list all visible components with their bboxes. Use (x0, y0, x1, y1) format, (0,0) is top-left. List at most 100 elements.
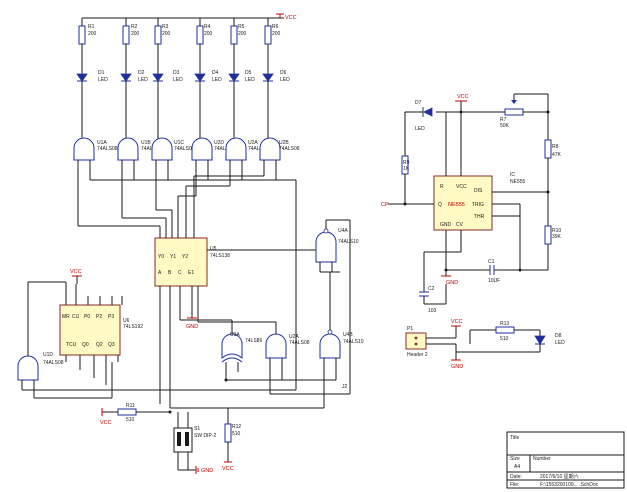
gate-u4b: U4B 74ALS10 (319, 329, 364, 359)
c1-value: 10UF (488, 278, 500, 284)
r6-value: 200 (272, 31, 281, 37)
file-label: File: (510, 482, 519, 488)
ne555-value: NE555 (510, 179, 526, 185)
resistor-r2 (122, 25, 130, 45)
timer-ne555: IC NE555 NE555 DIS TRIG THR Q R VCC GND … (433, 172, 526, 231)
led-channel-1: R1 200 D1 LED (76, 18, 108, 142)
svg-text:Y0: Y0 (158, 254, 164, 260)
svg-text:P0: P0 (84, 314, 90, 320)
u3a-value: 74LS86 (245, 338, 262, 344)
size-label: Size (510, 456, 520, 462)
c1-ref: C1 (488, 259, 495, 265)
svg-text:TCU: TCU (66, 342, 77, 348)
u2a-top-value: 74ALS08 (248, 146, 269, 152)
gate-u2a-top: U2A 74ALS08 (225, 137, 269, 186)
r13-value: 510 (500, 336, 509, 342)
title-block: Title Size A4 Number Date: 2017/6/10 星期六… (506, 431, 625, 489)
led-d5 (228, 73, 240, 82)
d6-ref: D6 (280, 70, 287, 76)
decoder-u5: U5 74LS138 Y0 Y1 Y2 A B C E1 (154, 237, 230, 287)
u6-ref: U6 (123, 318, 130, 324)
r3-value: 200 (162, 31, 171, 37)
vcc-label-top: VCC (285, 15, 297, 21)
r3-ref: R3 (162, 24, 169, 30)
resistor-r3 (154, 25, 162, 45)
led-channel-3: R3 200 D3 LED (152, 18, 183, 142)
led-d4 (194, 73, 206, 82)
u6-value: 74LS192 (123, 324, 143, 330)
ne555-pin-gnd: GND (440, 222, 452, 228)
r2-value: 200 (131, 31, 140, 37)
svg-text:C: C (178, 270, 182, 276)
gate-u2a-lower: U2A 74ALS08 (265, 333, 310, 359)
r11-value: 510 (126, 417, 135, 423)
d2-value: LED (138, 77, 148, 83)
gnd-label-555: GND (446, 280, 458, 286)
vcc-rail-top: VCC (82, 13, 297, 21)
r12-ref: R12 (232, 424, 241, 430)
u1a-ref: U1A (97, 140, 107, 146)
r8-ref: R8 (552, 144, 559, 150)
u3a-ref: U3A (230, 332, 240, 338)
u1d-ref: U1D (43, 352, 53, 358)
r11-ref: R11 (126, 403, 135, 409)
svg-text:Y2: Y2 (182, 254, 188, 260)
led-d6 (262, 73, 274, 82)
svg-text:Q2: Q2 (96, 342, 103, 348)
svg-text:P3: P3 (108, 314, 114, 320)
ne555-body-label: NE555 (448, 202, 465, 208)
cp-label: CP (381, 202, 389, 208)
r7-value: 50K (500, 123, 510, 129)
r9-value: 1K (403, 166, 410, 172)
svg-text:P2: P2 (96, 314, 102, 320)
u5-ref: U5 (210, 246, 217, 252)
resistor-r9: R9 1K (401, 155, 410, 204)
d1-value: LED (98, 77, 108, 83)
p1-ref: P1 (407, 326, 413, 332)
led-channel-6: R6 200 D6 LED (262, 18, 290, 142)
resistor-r8: R8 47K (544, 112, 562, 192)
svg-text:MR: MR (62, 314, 70, 320)
vcc-label-counter: VCC (70, 269, 82, 275)
r1-value: 200 (88, 31, 97, 37)
svg-text:E1: E1 (188, 270, 194, 276)
gnd-label-switch: GND (201, 468, 213, 474)
gate-u1d: U1D 74ALS08 (17, 352, 64, 381)
vcc-label-r12: VCC (222, 466, 234, 472)
s1-ref: S1 (194, 426, 200, 432)
led-d8: D8 LED (534, 333, 565, 346)
ne555-pin-dis: DIS (474, 188, 483, 194)
capacitor-c1: C1 10UF (446, 259, 548, 284)
r2-ref: R2 (131, 24, 138, 30)
led-d2 (120, 73, 132, 82)
r13-ref: R13 (500, 321, 509, 327)
svg-text:A: A (158, 270, 162, 276)
vcc-label-r11: VCC (100, 420, 112, 426)
counter-u6: U6 74LS192 MR CU P0 P2 P3 TCU Q0 Q2 Q3 (59, 304, 143, 356)
u2b-top-value: 74ALS08 (279, 146, 300, 152)
d2-ref: D2 (138, 70, 145, 76)
d3-value: LED (173, 77, 183, 83)
c2-value: 103 (428, 308, 437, 314)
r1-ref: R1 (88, 24, 95, 30)
title-label: Title (510, 435, 519, 441)
file-value: F:\1553200109... .SchDoc (540, 482, 599, 488)
r7-ref: R7 (500, 117, 507, 123)
resistor-r11: R11 510 (102, 403, 170, 423)
u2a-top-ref: U2A (248, 140, 258, 146)
u4a-ref: U4A (338, 228, 348, 234)
svg-text:Y1: Y1 (170, 254, 176, 260)
gate-u4a: U4A 74ALS10 (315, 228, 359, 263)
header-p1: P1 Header 2 (405, 326, 428, 358)
resistor-r13: R13 510 (469, 321, 540, 344)
ne555-pin-r: R (440, 184, 444, 190)
led-d1 (76, 73, 88, 82)
ne555-ref: IC (510, 172, 515, 178)
u2d-ref: U2D (214, 140, 224, 146)
u1b-value: 74ALS08 (141, 146, 162, 152)
u4b-value: 74ALS10 (343, 339, 364, 345)
r8-value: 47K (552, 152, 562, 158)
led-d7: D7 LED (405, 100, 433, 132)
u1d-value: 74ALS08 (43, 360, 64, 366)
d4-value: LED (212, 77, 222, 83)
